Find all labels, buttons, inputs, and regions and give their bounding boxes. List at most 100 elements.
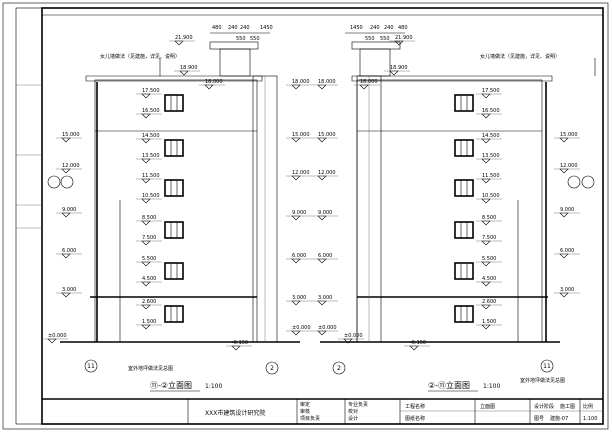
stair-elevation-left: 9.000	[286, 210, 312, 221]
institute-name: XXX市建筑设计研究院	[205, 409, 265, 417]
dimension-text: 240	[240, 25, 250, 31]
elevation-mark-left: 12.000	[56, 163, 82, 174]
elevation-text: 12.000	[62, 163, 80, 169]
elevation-text: 12.000	[292, 170, 310, 176]
axis-bubble-right-side	[567, 175, 595, 189]
elevation-text: 6.000	[62, 248, 76, 254]
elevation-mark-right: 9.000	[554, 207, 580, 218]
elevation-text: 3.000	[318, 295, 332, 301]
window	[164, 221, 184, 239]
role-label: 项目负责	[300, 415, 320, 422]
dimension-text: 240	[370, 25, 380, 31]
stair-elevation-left: 3.000	[286, 295, 312, 306]
title-block: XXX市建筑设计研究院 审定 审核 项目负责 专业负责 校对 设计 工程名称 图…	[42, 398, 603, 424]
stair-elevation-left: 12.000	[286, 170, 312, 181]
window	[164, 305, 184, 323]
window	[454, 94, 474, 112]
elevation-mark-left: 9.000	[56, 207, 82, 218]
elevation-text: 17.500	[482, 88, 500, 94]
role-label: 校对	[348, 408, 358, 415]
stair-elevation-left: ±0.000	[286, 325, 312, 336]
window	[454, 221, 474, 239]
elevation-text: 4.500	[482, 276, 496, 282]
window-level-right: 10.500	[476, 193, 502, 204]
dimension-text: 480	[212, 25, 222, 31]
elevation-text: 3.000	[292, 295, 306, 301]
elevation-text: 1.500	[142, 319, 156, 325]
window-level-right: 16.500	[476, 108, 502, 119]
number-label: 图号	[534, 416, 544, 422]
axis-bubble-left-outer: 11	[84, 359, 98, 373]
stair-elevation-left: 6.000	[286, 253, 312, 264]
elevation-text: 12.000	[318, 170, 336, 176]
project-label: 工程名称	[405, 403, 425, 410]
ground-note-right: 室外地坪做法见总图	[520, 377, 565, 384]
elevation-text: 7.500	[482, 235, 496, 241]
elevation-text: 14.500	[142, 133, 160, 139]
elevation-text: 8.500	[482, 215, 496, 221]
window-level-right: 13.500	[476, 153, 502, 164]
elevation-text: 6.000	[292, 253, 306, 259]
dimension-text: 550	[236, 36, 246, 42]
role-label: 审定	[300, 401, 310, 408]
elevation-text: 16.500	[482, 108, 500, 114]
dimension-text: 550	[365, 36, 375, 42]
left-drawing-scale: 1:100	[205, 383, 222, 390]
elevation-text: 9.000	[62, 207, 76, 213]
elevation-text: 2.600	[142, 299, 156, 305]
elevation-mark-right: 6.000	[554, 248, 580, 259]
elevation-text: -0.150	[232, 340, 248, 346]
drawing-label: 图纸名称	[405, 415, 425, 422]
elevation-text: 18.000	[292, 79, 310, 85]
elevation-text: 3.000	[560, 287, 574, 293]
window-level-right: 1.500	[476, 319, 502, 330]
dimension-text: 240	[384, 25, 394, 31]
elevation-text: 1.500	[482, 319, 496, 325]
elevation-text: 21.900	[175, 35, 193, 41]
svg-text:2: 2	[270, 365, 274, 372]
dimension-text: 1450	[260, 25, 273, 31]
elevation-text: ±0.000	[344, 333, 363, 339]
elevation-text: 11.500	[482, 173, 500, 179]
elevation-text: 14.500	[482, 133, 500, 139]
window-level-right: 7.500	[476, 235, 502, 246]
axis-bubble-left-side	[47, 175, 74, 189]
window-level-left: 2.600	[136, 299, 162, 310]
elevation-text: 18.900	[390, 65, 408, 71]
elevation-text: 9.000	[560, 207, 574, 213]
elevation-text: 10.500	[482, 193, 500, 199]
elevation-text: 15.000	[292, 132, 310, 138]
stage-label: 设计阶段	[534, 403, 554, 410]
elevation-text: 5.500	[142, 256, 156, 262]
window	[454, 262, 474, 280]
elevation-mark-right: 18.000	[354, 79, 380, 90]
ground-note-left: 室外地坪做法见总图	[128, 365, 173, 372]
elevation-mark-left: 6.000	[56, 248, 82, 259]
elevation-text: 18.900	[180, 65, 198, 71]
elevation-mark-left: 21.900	[169, 35, 195, 46]
elevation-text: 9.000	[292, 210, 306, 216]
elevation-text: 2.600	[482, 299, 496, 305]
elevation-mark-left: 15.000	[56, 132, 82, 143]
dimension-text: 550	[380, 36, 390, 42]
svg-text:11: 11	[543, 363, 551, 370]
elevation-text: 18.000	[360, 79, 378, 85]
elevation-mark-left: ±0.000	[42, 333, 68, 344]
elevation-mark-right: 3.000	[554, 287, 580, 298]
svg-text:11: 11	[87, 363, 95, 370]
scale-label: 比例	[583, 403, 593, 410]
window-level-left: 16.500	[136, 108, 162, 119]
window-level-right: 17.500	[476, 88, 502, 99]
elevation-text: 16.500	[142, 108, 160, 114]
elevation-text: 11.500	[142, 173, 160, 179]
window	[164, 262, 184, 280]
dimension-text: 480	[398, 25, 408, 31]
elevation-text: 21.900	[395, 35, 413, 41]
elevation-text: ±0.000	[48, 333, 67, 339]
elevation-text: 8.500	[142, 215, 156, 221]
axis-bubble-right-inner: 2	[332, 361, 346, 375]
stage-value: 施工图	[560, 403, 575, 410]
elevation-mark-left: -0.150	[226, 340, 252, 351]
stair-elevation-right: 12.000	[312, 170, 338, 181]
